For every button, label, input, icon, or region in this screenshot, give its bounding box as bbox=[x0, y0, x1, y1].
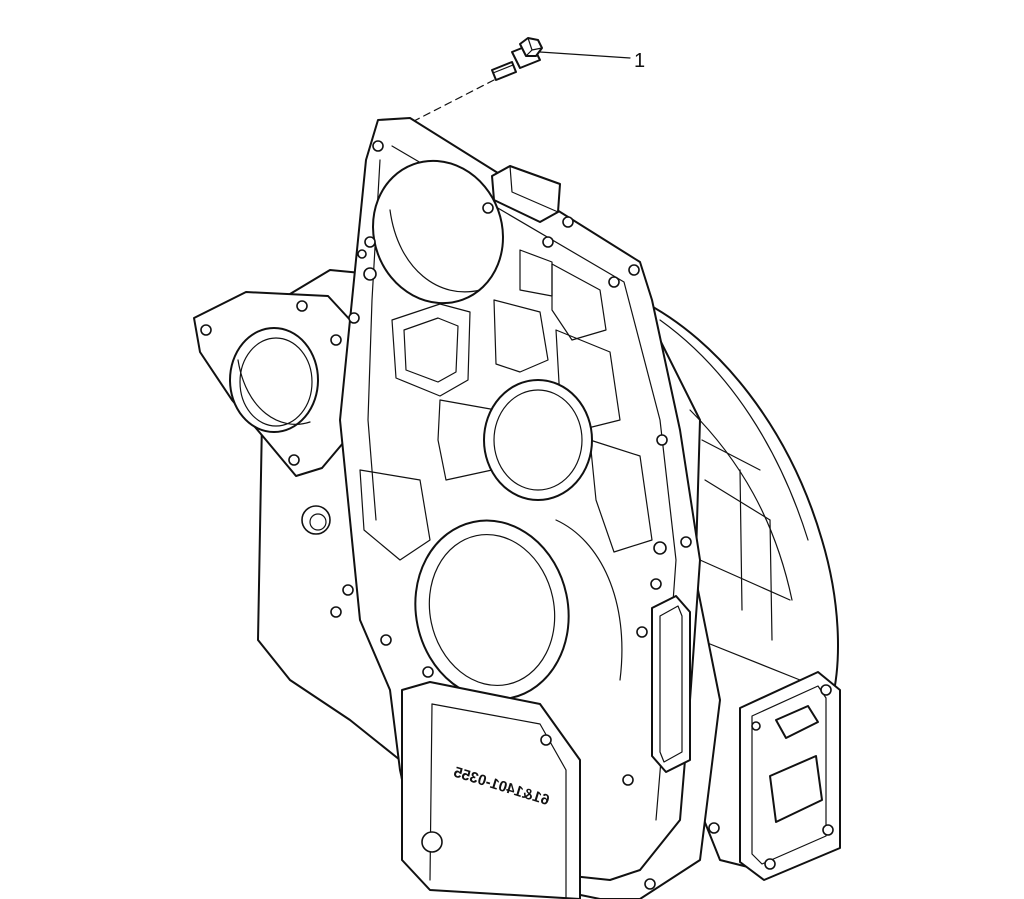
callout-label-1: 1 bbox=[634, 50, 645, 72]
flywheel-housing-icon[interactable] bbox=[193, 117, 841, 899]
installation-path bbox=[411, 79, 495, 123]
bolt-icon[interactable] bbox=[491, 37, 543, 81]
callout-leader bbox=[539, 51, 631, 59]
